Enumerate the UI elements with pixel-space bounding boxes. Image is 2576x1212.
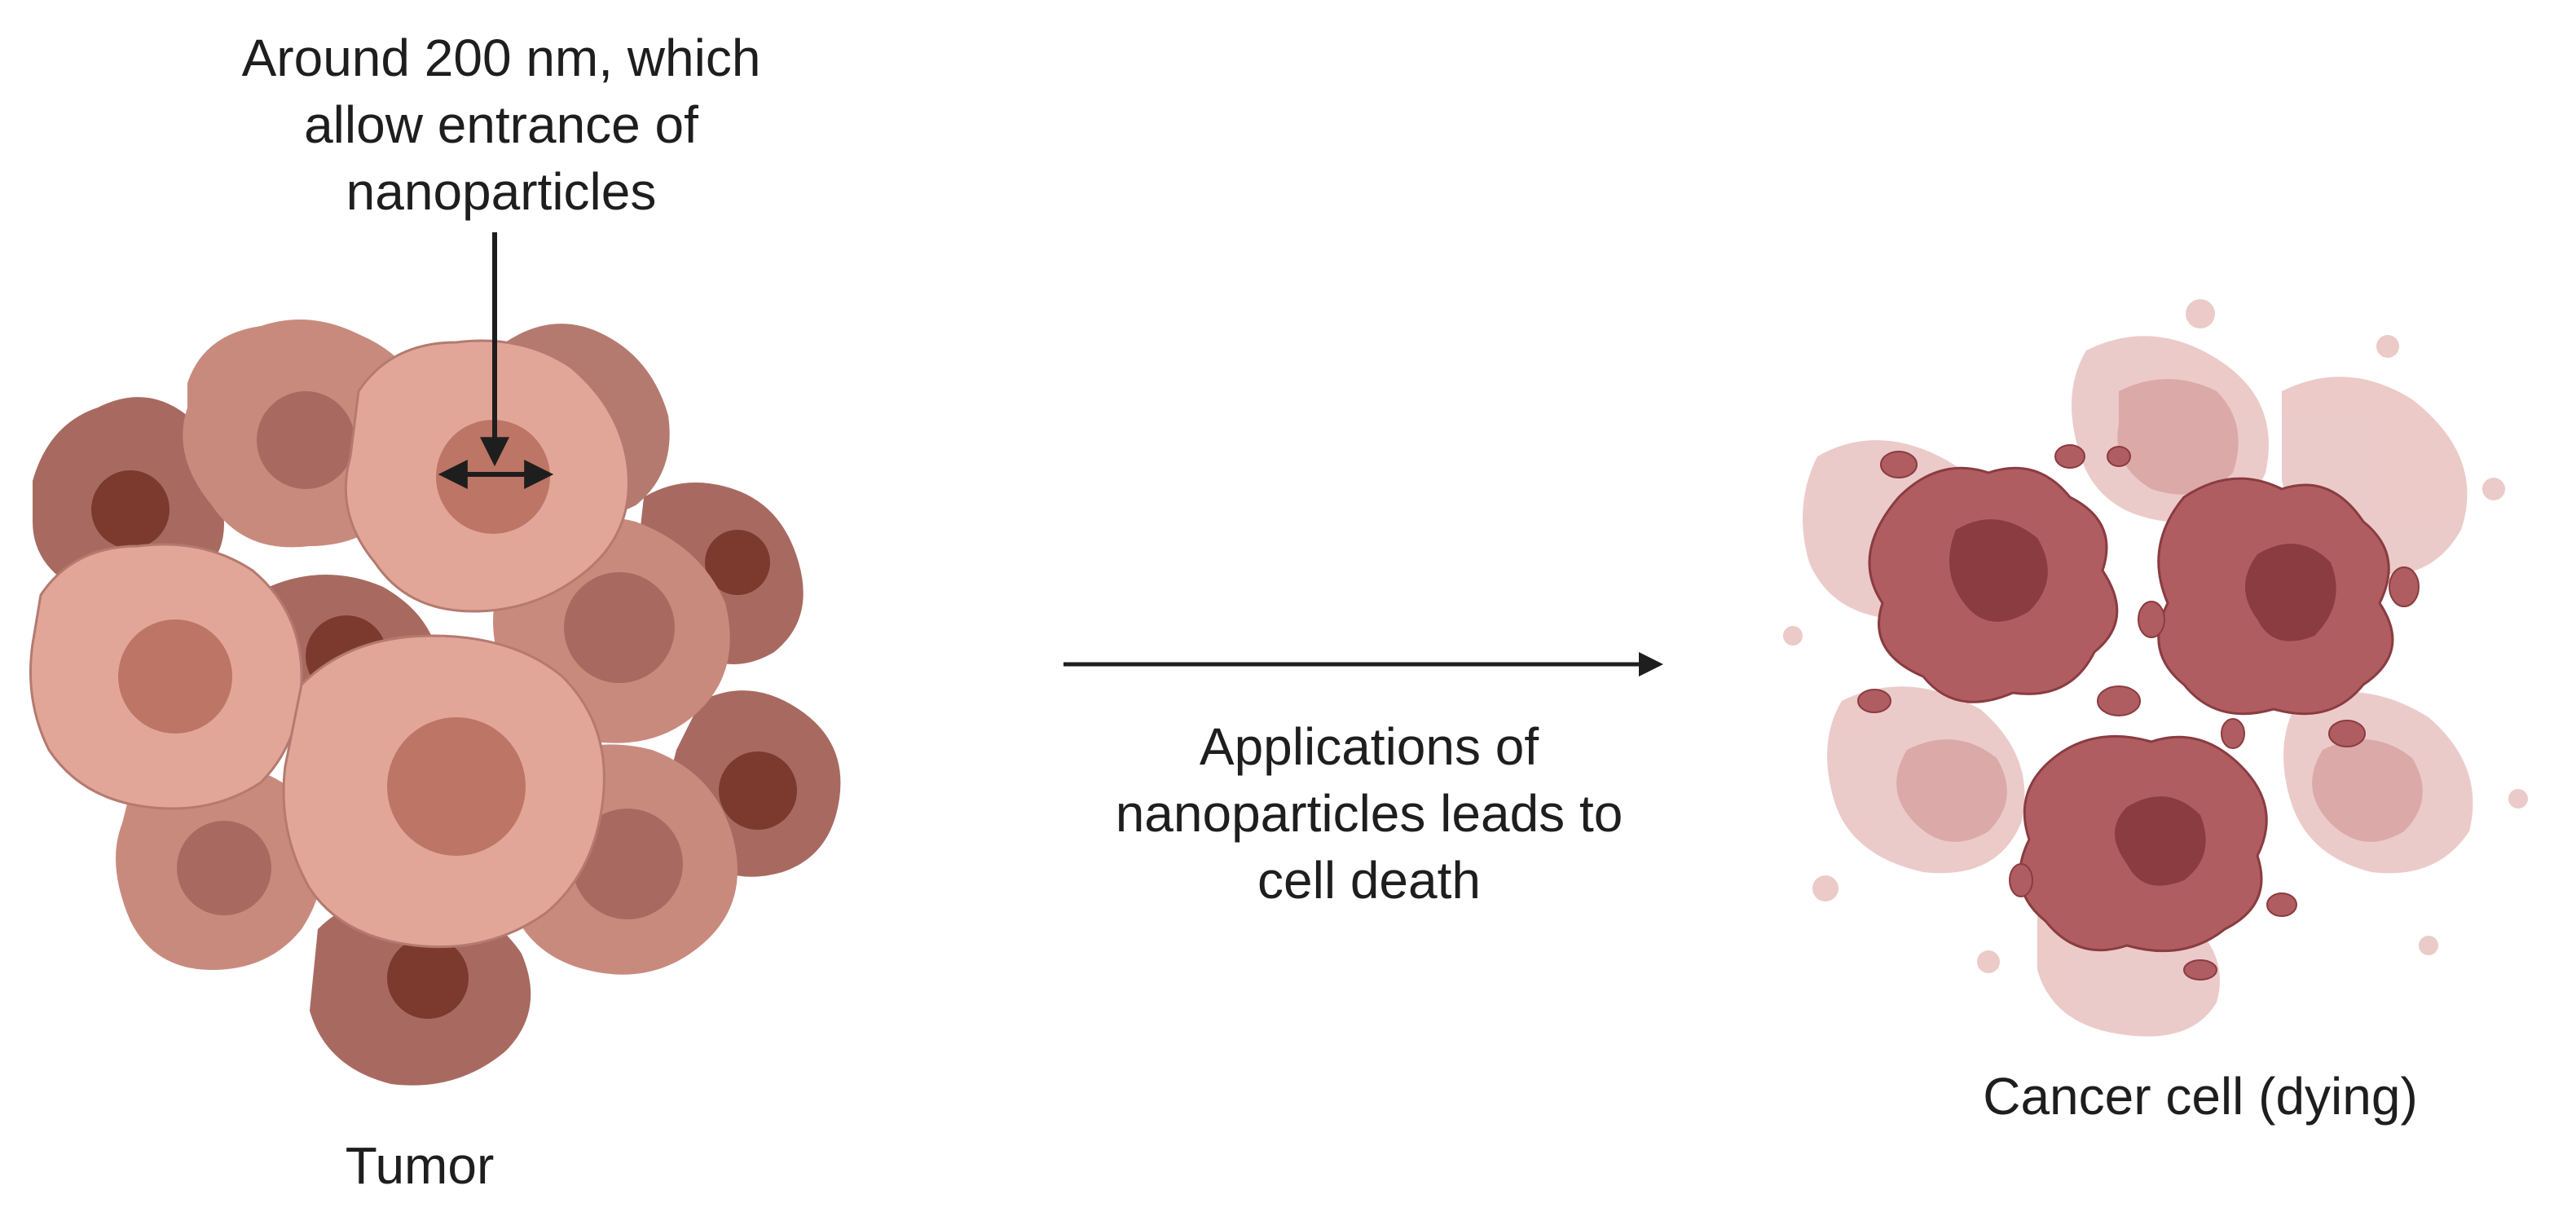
tumor-cell bbox=[29, 543, 303, 810]
dying-cancer-cell-cluster bbox=[1783, 299, 2528, 1037]
tumor-cell bbox=[282, 634, 605, 949]
dying-cell bbox=[1868, 466, 2119, 703]
annotation-line-1: Around 200 nm, which bbox=[241, 29, 761, 87]
process-line-2: nanoparticles leads to bbox=[1115, 784, 1623, 843]
process-description: Applications of nanoparticles leads to c… bbox=[1002, 713, 1736, 914]
cell-debris bbox=[1896, 379, 2423, 842]
dying-cell bbox=[2157, 477, 2394, 716]
dying-cell bbox=[2019, 734, 2268, 953]
annotation-line-2: allow entrance of bbox=[304, 95, 698, 154]
annotation-line-3: nanoparticles bbox=[346, 162, 657, 221]
pore-size-annotation: Around 200 nm, which allow entrance of n… bbox=[175, 24, 827, 225]
tumor-cluster bbox=[29, 320, 841, 1086]
tumor-cell bbox=[116, 765, 324, 970]
pore-size-indicator bbox=[438, 232, 554, 489]
dying-cell-label: Cancer cell (dying) bbox=[1983, 1067, 2418, 1126]
process-line-3: cell death bbox=[1257, 851, 1481, 910]
tumor-label: Tumor bbox=[345, 1136, 495, 1195]
apoptotic-bodies bbox=[1857, 444, 2420, 981]
process-line-1: Applications of bbox=[1199, 717, 1539, 776]
